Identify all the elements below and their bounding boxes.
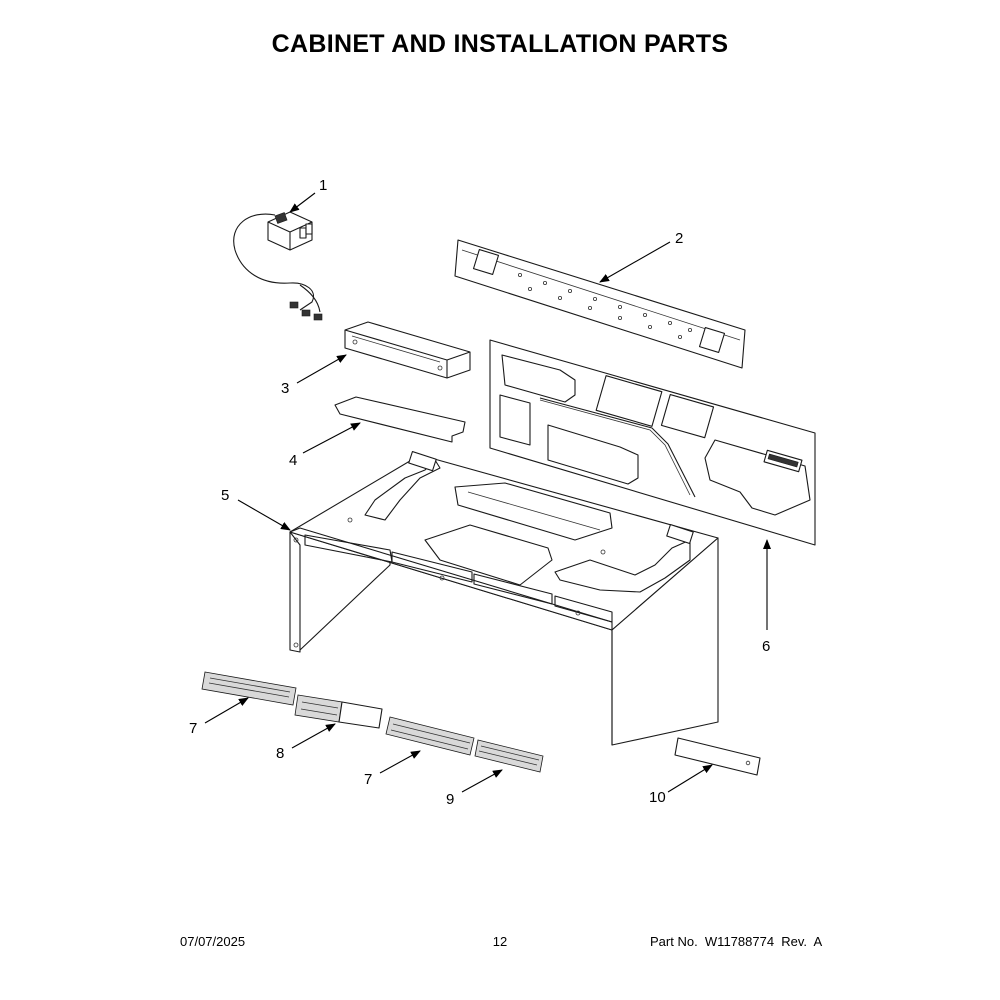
part-6-back-panel	[489, 339, 816, 546]
callout-3: 3	[281, 380, 289, 397]
callout-1: 1	[319, 177, 327, 194]
callout-10: 10	[649, 789, 666, 806]
callout-8: 8	[276, 745, 284, 762]
part-5-cabinet	[289, 451, 719, 746]
callout-5: 5	[221, 487, 229, 504]
callout-7-center: 7	[364, 771, 372, 788]
part-8-grille-with-cover	[294, 694, 383, 729]
part-7-grille-left	[201, 671, 297, 706]
leader-lines	[204, 192, 771, 793]
part-9-small-grille	[474, 739, 544, 773]
part-10-cover-plate	[674, 737, 761, 776]
part-2-wall-mounting-plate	[454, 239, 746, 369]
callout-2: 2	[675, 230, 683, 247]
footer-page-number: 12	[492, 934, 508, 949]
part-4-thin-plate	[334, 396, 466, 443]
part-1-power-cord	[233, 211, 323, 321]
page-title: CABINET AND INSTALLATION PARTS	[271, 30, 729, 58]
callout-4: 4	[289, 452, 297, 469]
part-3-top-bracket	[344, 321, 471, 379]
footer-part-number: Part No. W11788774 Rev. A	[650, 934, 823, 949]
part-7-grille-center	[385, 716, 475, 756]
footer-date: 07/07/2025	[180, 934, 246, 949]
callout-7-left: 7	[189, 720, 197, 737]
callout-6: 6	[762, 638, 770, 655]
callout-9: 9	[446, 791, 454, 808]
